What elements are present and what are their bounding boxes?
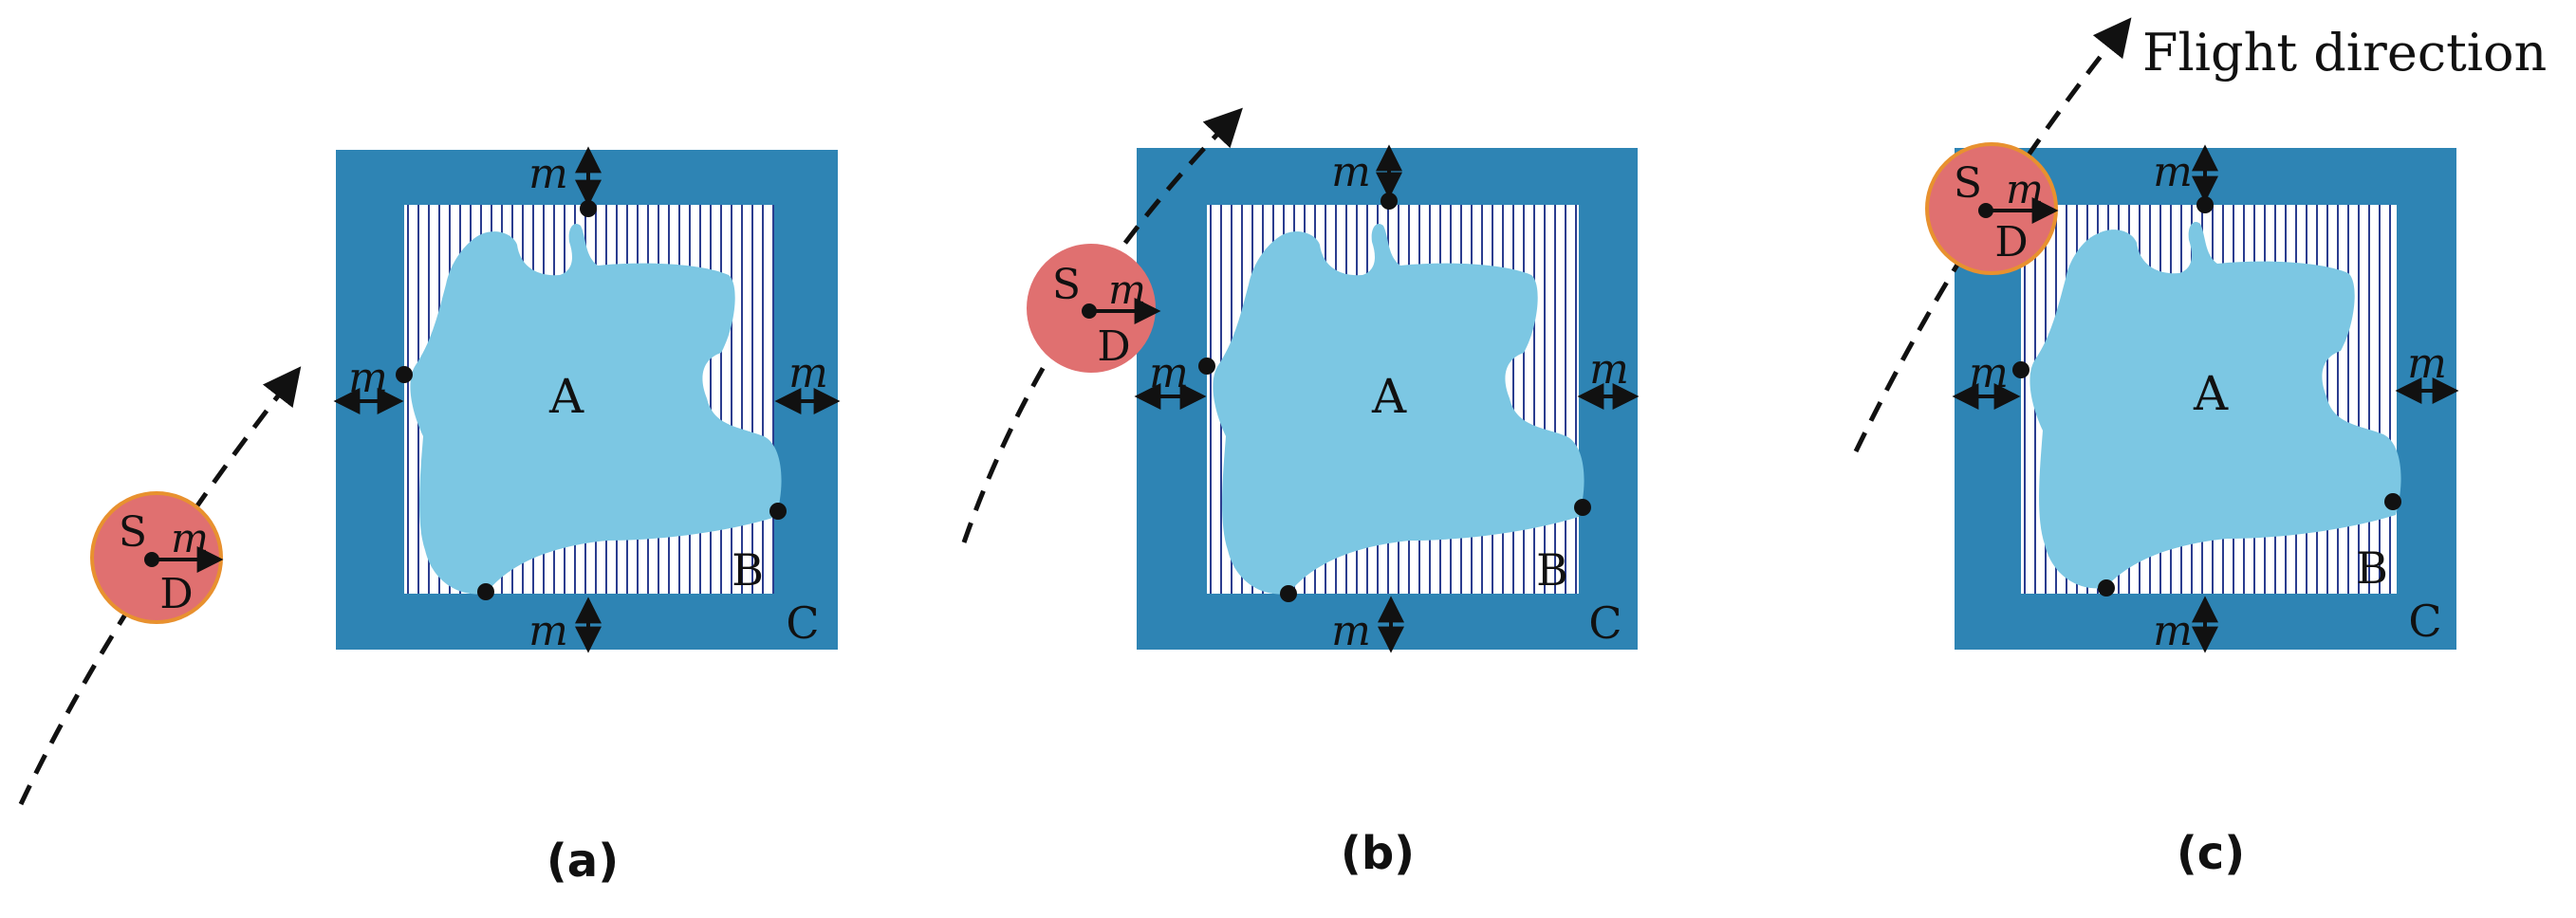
footprint-label: D: [159, 570, 193, 618]
point-bottom: [477, 583, 494, 600]
margin-label-right: m: [1589, 345, 1629, 394]
footprint-margin-label: m: [171, 515, 209, 561]
flight-path: [18, 366, 302, 806]
inner-corner-label: B: [732, 544, 764, 596]
region-a-shape: [1213, 223, 1585, 595]
sensor-label: S: [1954, 159, 1982, 208]
region-label: A: [548, 369, 584, 424]
margin-label-left: m: [348, 354, 388, 402]
point-top: [1381, 193, 1398, 210]
sensor-center: [1978, 203, 1993, 218]
footprint-margin-label: m: [1108, 266, 1146, 313]
point-left: [2012, 361, 2029, 378]
point-bottom: [1280, 585, 1297, 602]
region-label: A: [1371, 369, 1407, 424]
margin-label-top: m: [528, 150, 568, 198]
outer-corner-label: C: [1588, 597, 1622, 649]
margin-label-right: m: [2407, 340, 2447, 388]
margin-label-top: m: [1331, 148, 1371, 196]
sensor-center: [144, 552, 159, 567]
margin-label-top: m: [2153, 148, 2193, 196]
margin-label-bottom: m: [528, 607, 568, 655]
panel-caption-a: (a): [547, 835, 619, 888]
point-left: [1198, 358, 1215, 375]
margin-label-bottom: m: [1331, 607, 1371, 655]
margin-label-left: m: [1969, 349, 2009, 397]
flight-direction-label: Flight direction: [2142, 23, 2547, 83]
point-top: [2196, 196, 2214, 213]
panel-c: A B C m m m m Flight direction S m D (c): [1853, 17, 2547, 880]
point-right: [2384, 493, 2401, 510]
margin-label-bottom: m: [2153, 607, 2193, 655]
sensor-label: S: [119, 508, 147, 557]
point-top: [580, 200, 597, 217]
panel-caption-c: (c): [2177, 827, 2245, 880]
region-label: A: [2193, 366, 2229, 421]
sensor-center: [1082, 303, 1097, 319]
outer-corner-label: C: [786, 597, 819, 649]
region-a-shape: [2029, 221, 2401, 589]
margin-label-right: m: [788, 349, 828, 397]
region-a-shape: [410, 223, 782, 595]
footprint-margin-label: m: [2006, 166, 2044, 212]
panel-caption-b: (b): [1341, 827, 1415, 880]
inner-corner-label: B: [1536, 544, 1568, 596]
panel-b: A B C m m m m S m D (b): [961, 107, 1640, 880]
point-right: [769, 503, 787, 520]
margin-label-left: m: [1149, 349, 1189, 397]
footprint-label: D: [1097, 322, 1130, 371]
point-bottom: [2098, 579, 2115, 597]
footprint-label: D: [1994, 218, 2028, 266]
sensor-label: S: [1052, 261, 1081, 309]
inner-corner-label: B: [2356, 542, 2388, 594]
panel-a: A B C m m m m S m D (a): [18, 146, 841, 888]
point-left: [396, 366, 413, 383]
point-right: [1574, 499, 1591, 516]
outer-corner-label: C: [2408, 596, 2441, 647]
